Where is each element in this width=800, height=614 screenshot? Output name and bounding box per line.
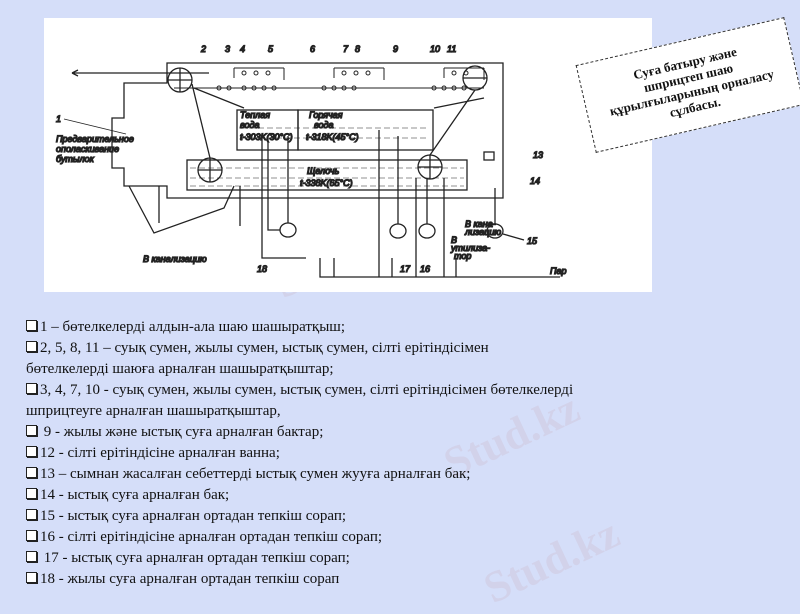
svg-text:18: 18 <box>257 264 267 274</box>
svg-text:5: 5 <box>268 44 274 54</box>
sprayers <box>174 67 485 91</box>
machine-frame <box>111 62 504 199</box>
svg-text:16: 16 <box>420 264 430 274</box>
list-item: 12 - сілті ерітіндісіне арналған ванна; <box>26 443 786 464</box>
svg-text:1: 1 <box>56 114 61 124</box>
svg-text:t-338K(65°C): t-338K(65°C) <box>300 178 353 188</box>
svg-text:вода: вода <box>240 120 260 130</box>
list-item: 13 – сымнан жасалған себеттерді ыстық су… <box>26 464 786 485</box>
svg-text:утилиза-: утилиза- <box>450 243 490 253</box>
checkbox-bullet-icon <box>26 341 37 352</box>
svg-text:Предварительное: Предварительное <box>56 134 134 144</box>
svg-text:Пар: Пар <box>550 266 567 276</box>
checkbox-bullet-icon <box>26 320 37 331</box>
svg-text:вода: вода <box>314 120 334 130</box>
list-item: 14 - ыстық суға арналған бак; <box>26 485 786 506</box>
svg-text:7: 7 <box>343 44 349 54</box>
svg-text:6: 6 <box>310 44 315 54</box>
svg-text:2: 2 <box>200 44 206 54</box>
conveyor <box>191 83 485 159</box>
svg-text:Щелочь: Щелочь <box>307 166 339 176</box>
list-item: 3, 4, 7, 10 - суық сумен, жылы сумен, ыс… <box>26 382 574 419</box>
alkali-bath <box>186 159 468 191</box>
svg-text:8: 8 <box>355 44 360 54</box>
svg-text:Горячая: Горячая <box>309 110 343 120</box>
svg-text:15: 15 <box>527 236 538 246</box>
svg-text:бутылок: бутылок <box>56 154 95 164</box>
checkbox-bullet-icon <box>26 383 37 394</box>
svg-text:t-318K(45°C): t-318K(45°C) <box>306 132 359 142</box>
svg-text:t-303K(30°C): t-303K(30°C) <box>240 132 293 142</box>
checkbox-bullet-icon <box>26 509 37 520</box>
svg-text:14: 14 <box>530 176 540 186</box>
inlet-pipe <box>71 69 209 77</box>
hopper <box>128 185 235 234</box>
checkbox-bullet-icon <box>26 446 37 457</box>
list-item: 16 - сілті ерітіндісіне арналған ортадан… <box>26 527 786 548</box>
legend-list: 1 – бөтелкелерді алдын-ала шаю шашыратқы… <box>26 317 786 590</box>
svg-text:17: 17 <box>400 264 411 274</box>
svg-text:3: 3 <box>225 44 230 54</box>
svg-text:10: 10 <box>430 44 440 54</box>
svg-text:ополаскивание: ополаскивание <box>56 144 119 154</box>
list-item: 1 – бөтелкелерді алдын-ала шаю шашыратқы… <box>26 317 786 338</box>
svg-text:В: В <box>451 235 457 245</box>
checkbox-bullet-icon <box>26 425 37 436</box>
checkbox-bullet-icon <box>26 551 37 562</box>
svg-text:9: 9 <box>393 44 398 54</box>
svg-text:4: 4 <box>240 44 245 54</box>
checkbox-bullet-icon <box>26 530 37 541</box>
list-item: 18 - жылы суға арналған ортадан тепкіш с… <box>26 569 786 590</box>
checkbox-bullet-icon <box>26 488 37 499</box>
svg-text:тор: тор <box>454 251 471 261</box>
pipes <box>261 130 560 278</box>
list-item: 9 - жылы және ыстық суға арналған бактар… <box>26 422 786 443</box>
hot-water-tank <box>297 109 434 151</box>
svg-text:В кана-: В кана- <box>465 219 496 229</box>
checkbox-bullet-icon <box>26 467 37 478</box>
svg-text:11: 11 <box>447 44 456 54</box>
svg-text:В канализацию: В канализацию <box>143 254 207 264</box>
svg-text:13: 13 <box>533 150 543 160</box>
list-item: 2, 5, 8, 11 – суық сумен, жылы сумен, ыс… <box>26 340 489 377</box>
svg-text:лизацию: лизацию <box>464 227 501 237</box>
washing-machine-diagram: 1 2 3 4 5 6 7 8 9 10 11 13 14 15 16 17 1… <box>44 18 652 292</box>
list-item: 15 - ыстық суға арналған ортадан тепкіш … <box>26 506 786 527</box>
list-item: 17 - ыстық суға арналған ортадан тепкіш … <box>26 548 786 569</box>
svg-text:Теплая: Теплая <box>240 110 270 120</box>
checkbox-bullet-icon <box>26 572 37 583</box>
basket-tank-13 <box>483 151 495 161</box>
